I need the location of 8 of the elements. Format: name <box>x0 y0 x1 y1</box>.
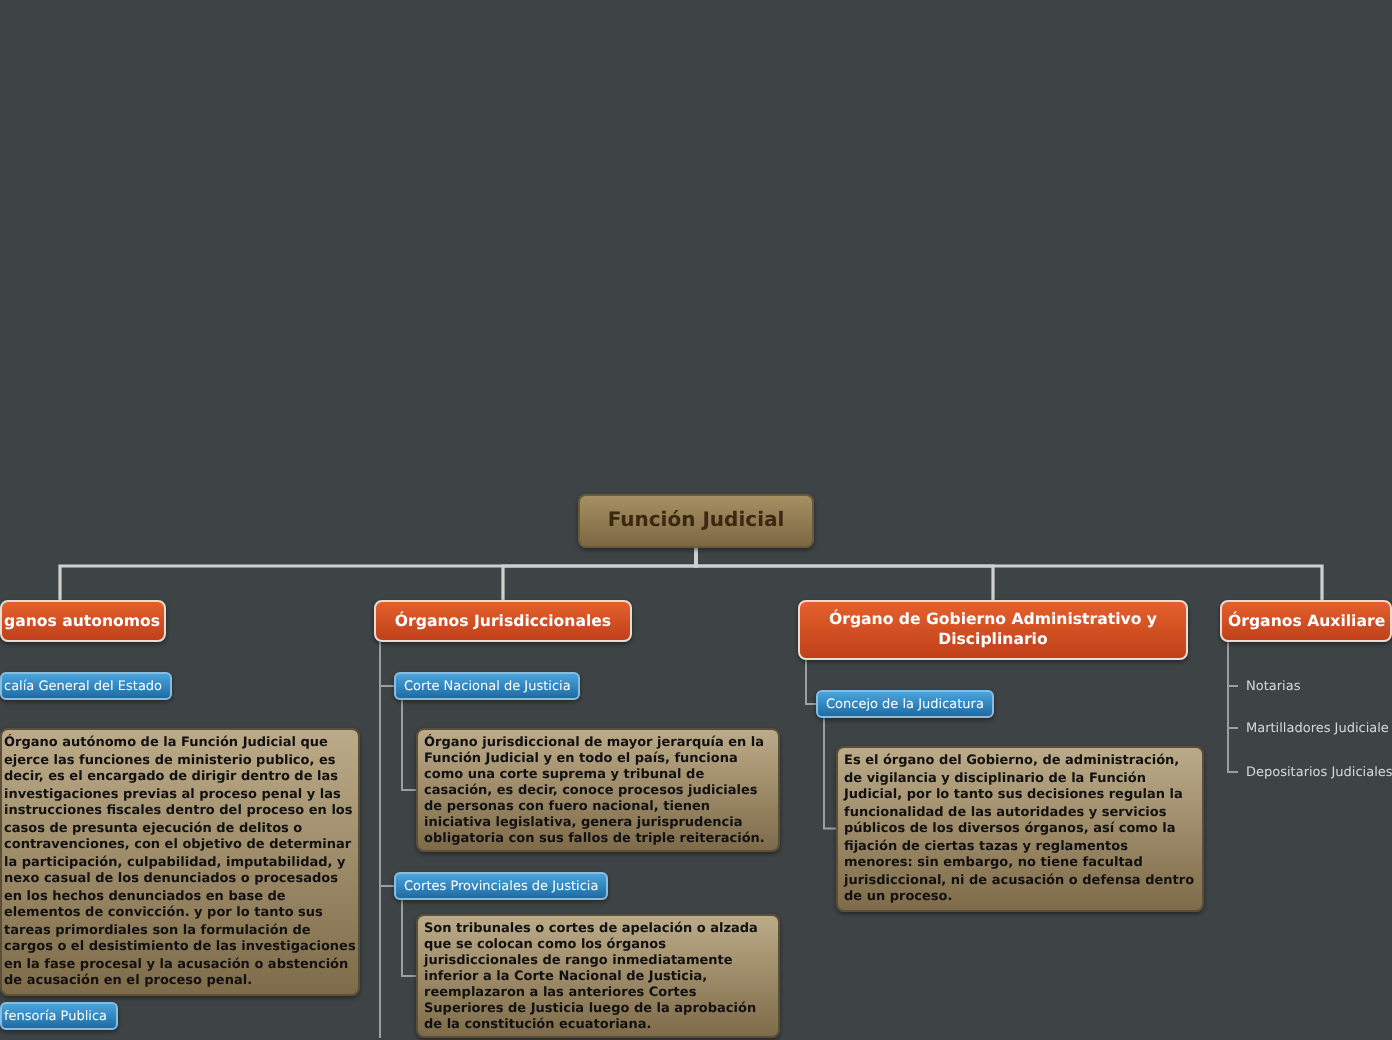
connector-line <box>401 699 417 791</box>
connector-line <box>379 641 381 1039</box>
connector-line <box>805 659 817 705</box>
connector-line <box>823 717 837 830</box>
connector-line <box>694 548 1324 600</box>
main-topic-node: Función Judicial <box>578 494 814 548</box>
connector-line <box>1227 641 1239 773</box>
connector-line <box>401 899 417 977</box>
